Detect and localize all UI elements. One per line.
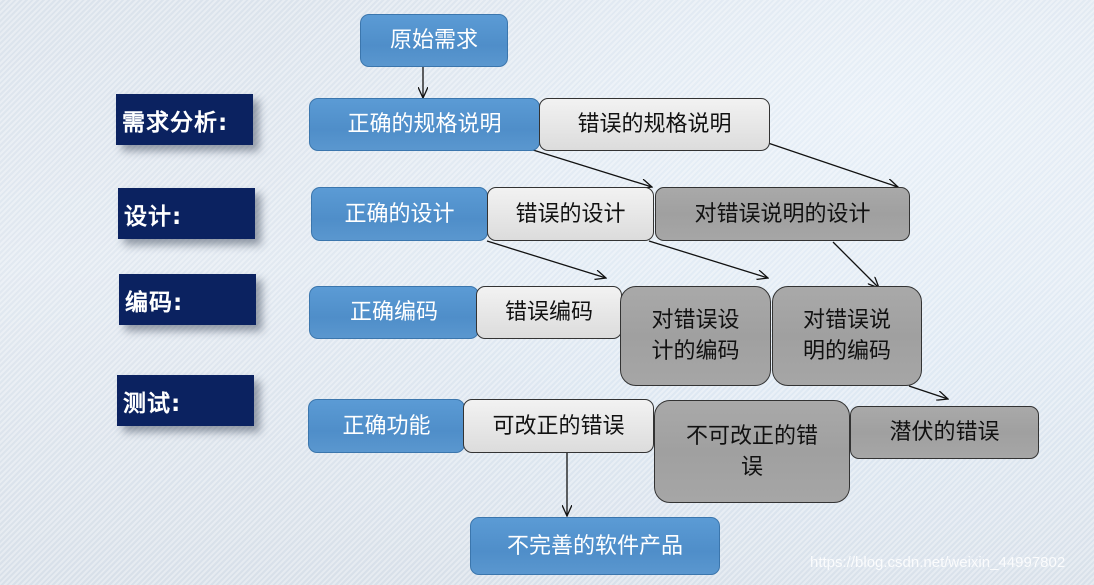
arrow-correct-design-to-wrong-code [486,240,606,278]
node-text: 对错误说明的设计 [694,201,871,227]
node-text: 不完善的软件产品 [506,533,683,559]
stage-label-requirements: 需求分析: [116,94,253,145]
node-text: 正确功能 [342,413,431,439]
node-text: 正确的规格说明 [347,112,502,137]
node-wrong-spec: 错误的规格说明 [539,98,770,151]
stage-label-text: 测试: [123,390,182,417]
node-correct-code: 正确编码 [309,286,479,339]
node-code-of-wrong-design: 对错误设 计的编码 [620,286,771,386]
node-text-line-2: 计的编码 [651,339,740,364]
node-imperfect-product: 不完善的软件产品 [470,517,720,575]
node-code-of-wrong-spec: 对错误说 明的编码 [772,286,922,386]
node-text-line-1: 对错误说 [802,308,891,333]
arrow-design-of-wrong-spec-to-code-of-wrong-spec [832,241,879,288]
arrow-wrong-spec-to-design-of-wrong-spec [767,142,898,187]
node-correct-spec: 正确的规格说明 [309,98,540,151]
node-raw-requirements: 原始需求 [360,14,508,67]
arrow-correct-spec-to-wrong-design [532,149,652,187]
node-text: 错误的设计 [515,201,626,227]
node-text: 错误的规格说明 [577,112,732,137]
stage-label-text: 设计: [124,203,183,230]
node-text-line-1: 不可改正的错 [685,423,818,449]
watermark: https://blog.csdn.net/weixin_44997802 [810,554,1066,571]
node-text-line-2: 明的编码 [802,339,891,364]
node-wrong-design: 错误的设计 [487,187,654,241]
node-text: 正确编码 [349,300,438,325]
stage-label-testing: 测试: [117,375,254,426]
stage-label-text: 需求分析: [122,109,229,136]
node-latent-errors: 潜伏的错误 [850,406,1039,459]
node-correctable-errors: 可改正的错误 [463,399,654,453]
node-text: 错误编码 [504,300,593,325]
node-uncorrectable-errors: 不可改正的错 误 [654,400,850,503]
node-text: 原始需求 [389,28,478,53]
node-text: 正确的设计 [344,201,455,227]
arrow-wrong-design-to-code-of-wrong-design [648,240,768,278]
node-correct-function: 正确功能 [308,399,465,453]
stage-label-design: 设计: [118,188,255,239]
node-text-line-1: 对错误设 [651,308,740,333]
node-text: 潜伏的错误 [889,420,1000,445]
node-wrong-code: 错误编码 [476,286,622,339]
node-text: 可改正的错误 [492,413,625,439]
node-correct-design: 正确的设计 [311,187,488,241]
node-design-of-wrong-spec: 对错误说明的设计 [655,187,910,241]
stage-label-coding: 编码: [119,274,256,325]
stage-label-text: 编码: [125,289,184,316]
node-text-line-2: 误 [740,454,763,480]
arrow-code-of-wrong-spec-to-latent-errors [908,385,948,399]
